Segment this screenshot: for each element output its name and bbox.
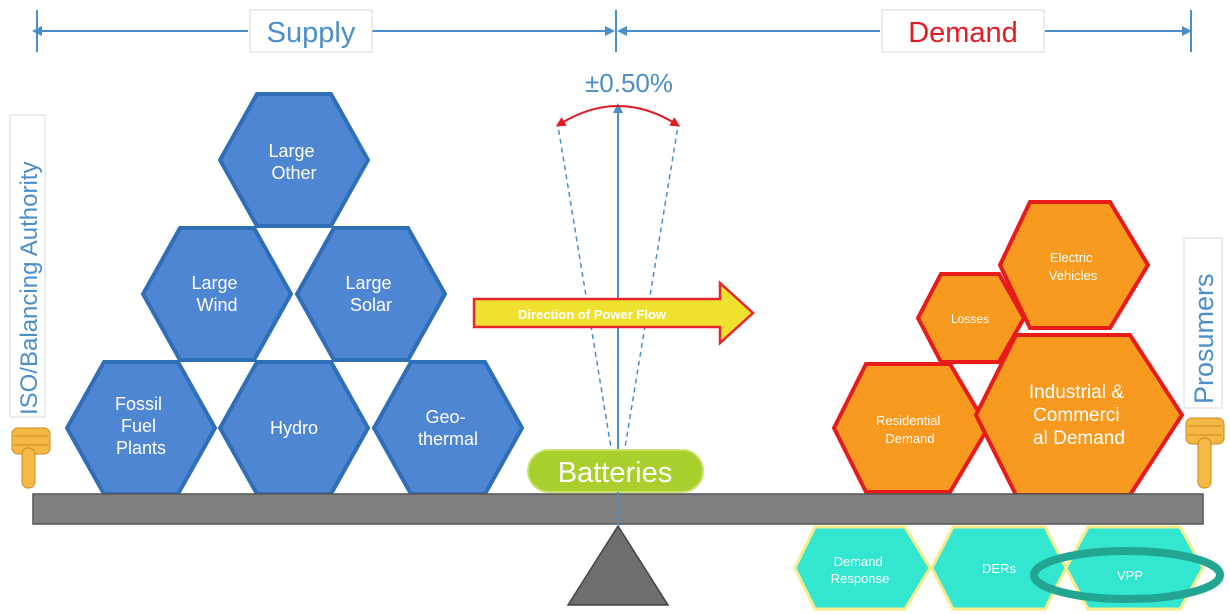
prosumer-label: VPP [1117,568,1143,583]
header-span: Supply Demand [32,9,1192,53]
vpp-highlight-ring [1030,547,1224,603]
supply-source-label: Hydro [270,418,318,438]
prosumers-label-group: Prosumers [1183,237,1223,409]
prosumer-ders: DERs [930,525,1068,611]
tolerance-indicator: ±0.50% [555,68,681,491]
supply-source-large-wind: Large Wind [140,226,294,362]
demand-load-residential: Residential Demand [831,362,991,494]
demand-load-losses: Losses [915,272,1027,364]
demand-label-box [881,9,1045,53]
right-pointing-hand-icon [1185,417,1225,489]
supply-source-large-other: Large Other [217,92,371,228]
fulcrum [566,524,670,606]
demand-load-label: Electric Vehicles [1049,250,1098,283]
tolerance-arc [555,105,681,127]
power-flow-label: Direction of Power Flow [518,307,667,322]
left-pointing-hand-icon [11,427,51,489]
supply-source-label: Large Solar [345,273,396,315]
prosumers-label-box [1183,237,1223,409]
iso-label-box [9,114,46,418]
prosumer-vpp: VPP [1030,525,1224,611]
supply-source-large-solar: Large Solar [294,226,448,362]
supply-source-fossil-fuel-plants: Fossil Fuel Plants [64,360,218,496]
supply-source-hydro: Hydro [217,360,371,496]
demand-label: Demand [908,17,1018,49]
supply-source-label: Fossil Fuel Plants [115,394,167,458]
prosumer-label: Demand Response [831,554,890,586]
prosumers-label: Prosumers [1189,273,1219,404]
demand-load-electric-vehicles: Electric Vehicles [997,200,1151,330]
prosumer-label: DERs [982,561,1016,576]
demand-load-label: Residential Demand [876,413,944,446]
supply-label-box [249,9,373,53]
demand-load-label: Losses [951,312,989,326]
demand-load-industrial-commercial: Industrial & Commerci al Demand [973,333,1185,497]
batteries-label: Batteries [558,457,672,489]
iso-balancing-authority-label: ISO/Balancing Authority [16,162,43,415]
supply-source-geothermal: Geo- thermal [371,360,525,496]
supply-source-label: Geo- thermal [418,407,478,449]
supply-source-label: Large Other [268,141,319,183]
prosumer-demand-response: Demand Response [793,525,932,611]
supply-label: Supply [267,17,356,49]
demand-load-label: Industrial & Commerci al Demand [1029,382,1129,449]
iso-label-group: ISO/Balancing Authority [9,114,46,418]
power-flow-arrow: Direction of Power Flow [472,280,755,346]
supply-source-label: Large Wind [191,273,242,315]
batteries-pill: Batteries [527,449,704,493]
tolerance-label: ±0.50% [585,68,673,98]
